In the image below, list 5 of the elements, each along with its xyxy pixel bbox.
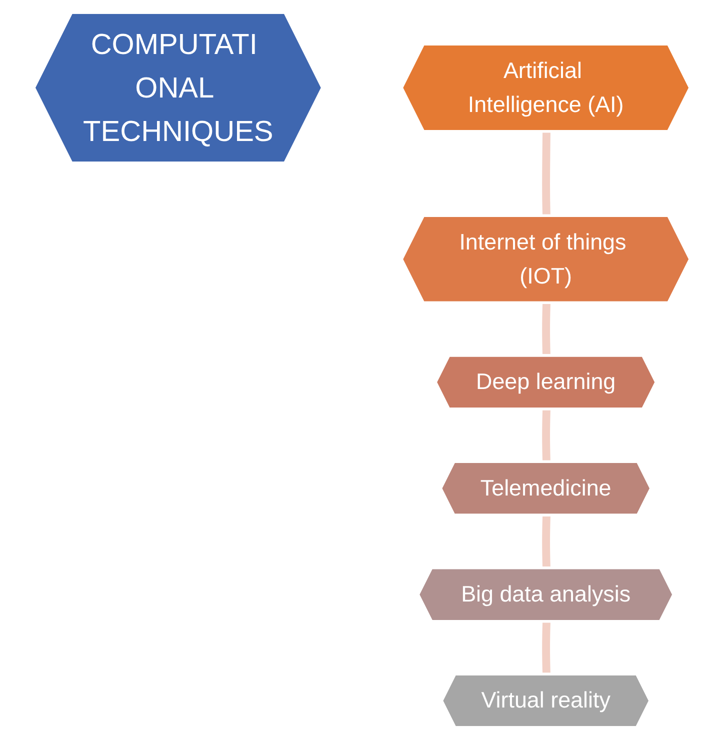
connector [542, 409, 550, 462]
connector [542, 303, 550, 356]
connector [542, 622, 550, 675]
connector [542, 132, 550, 216]
connector [542, 516, 550, 569]
